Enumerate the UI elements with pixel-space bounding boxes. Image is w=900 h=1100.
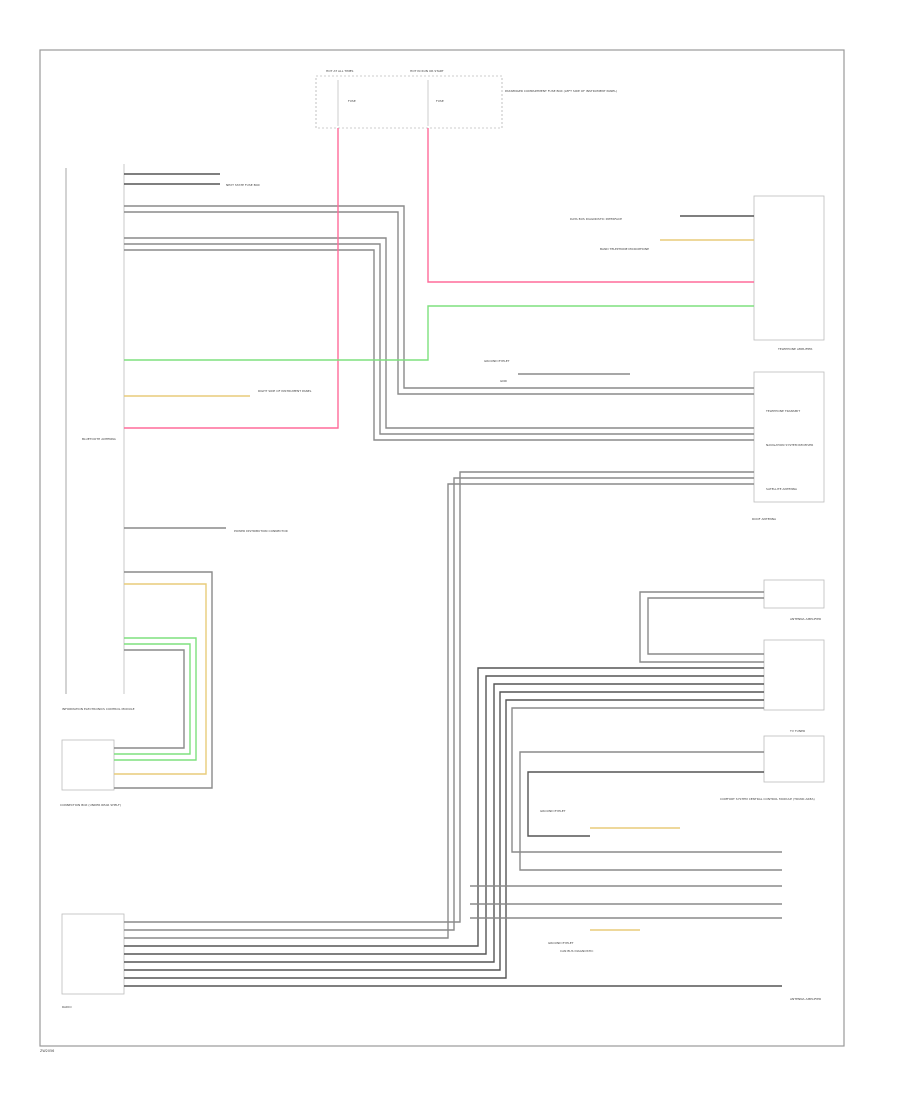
phone-mic-callout: BAND TELEPHONE MICROPHONE xyxy=(600,247,649,251)
front-fuse-callout: NEXT STATE FUSE BOX xyxy=(226,183,260,187)
telephone-amp-label: TELEPHONE AMPLIFIER xyxy=(777,347,812,351)
fuse-b-name: FUSE xyxy=(436,99,444,103)
pink-power-wires xyxy=(124,128,754,429)
antenna-amplifier: ANTENNA AMPLIFIER xyxy=(763,579,825,621)
connection-box-label: CONNECTION BOX (UNDER REAR SHELF) xyxy=(60,803,121,807)
fuse-a-label: HOT AT ALL TIMES xyxy=(326,69,354,73)
green-signal-wire xyxy=(124,305,754,361)
yellow-wires: RIGHT SIDE OF INSTRUMENT PANEL BAND TELE… xyxy=(124,239,754,397)
connection-box: CONNECTION BOX (UNDER REAR SHELF) xyxy=(60,739,121,807)
roof-antenna-inner-1: TELEPHONE TRANSMIT xyxy=(765,409,800,413)
fuse-b-label: HOT IN RUN OR START xyxy=(410,69,444,73)
right-a-pillar-callout: RIGHT SIDE OF INSTRUMENT PANEL xyxy=(258,389,312,393)
antenna-amplifier-2-label: ANTENNA AMPLIFIER xyxy=(790,997,821,1001)
antenna-amplifier-2: ANTENNA AMPLIFIER xyxy=(790,997,821,1001)
fuse-a-name: FUSE xyxy=(348,99,356,103)
telephone-amplifier: TELEPHONE AMPLIFIER xyxy=(753,195,825,351)
bluetooth-antenna-label: BLUETOOTH ANTENNA xyxy=(82,437,117,441)
info-module-label: INFORMATION ELECTRONICS CONTROL MODULE xyxy=(62,707,135,711)
roof-antenna: TELEPHONE TRANSMIT NAVIGATION SYSTEM REC… xyxy=(752,371,825,521)
fuse-block-label: PASSENGER COMPARTMENT FUSE BOX (LEFT SID… xyxy=(505,89,617,93)
eyelet-callout: GROUND EYELET xyxy=(484,359,510,363)
top-left-wires: NEXT STATE FUSE BOX xyxy=(124,173,260,187)
power-ground-callout: POWER DISTRIBUTION CONNECTOR xyxy=(234,529,288,533)
tv-tuner-label: TV TUNER xyxy=(789,729,805,733)
footer-code: ZW2056 xyxy=(40,1049,54,1053)
fuse-block: HOT AT ALL TIMES HOT IN RUN OR START FUS… xyxy=(315,69,617,129)
misc-callouts: DATA BUS DIAGNOSTIC INTERFACE POWER DIST… xyxy=(124,215,754,533)
antenna-amplifier-label: ANTENNA AMPLIFIER xyxy=(790,617,821,621)
can-bus-eyelet-callout: GROUND EYELET xyxy=(540,809,566,813)
gray-bus-wires xyxy=(124,205,754,441)
gnd-callout: GND xyxy=(500,379,508,383)
comfort-system-label: COMFORT SYSTEM CENTRAL CONTROL MODULE (T… xyxy=(720,797,815,801)
radio-plug-callout: CAN BUS DIAGNOSTIC xyxy=(560,949,593,953)
roof-antenna-inner-3: SATELLITE ANTENNA xyxy=(766,487,798,491)
tv-tuner: TV TUNER xyxy=(763,639,825,733)
information-control-module: BLUETOOTH ANTENNA INFORMATION ELECTRONIC… xyxy=(62,164,135,711)
roof-antenna-inner-2: NAVIGATION SYSTEM RECEIVER xyxy=(766,443,813,447)
radio: RADIO xyxy=(61,913,125,1009)
radio-label: RADIO xyxy=(62,1005,72,1009)
roof-antenna-label: ROOF ANTENNA xyxy=(752,517,777,521)
data-bus-callout: DATA BUS DIAGNOSTIC INTERFACE xyxy=(570,217,622,221)
right-bundle-wires: GROUND EYELET GROUND EYELET CAN BUS DIAG… xyxy=(124,471,782,987)
connection-box-wires xyxy=(114,571,213,789)
radio-eyelet-callout: GROUND EYELET xyxy=(548,941,574,945)
comfort-system-module: COMFORT SYSTEM CENTRAL CONTROL MODULE (T… xyxy=(720,735,825,801)
diagram-frame xyxy=(39,49,845,1047)
